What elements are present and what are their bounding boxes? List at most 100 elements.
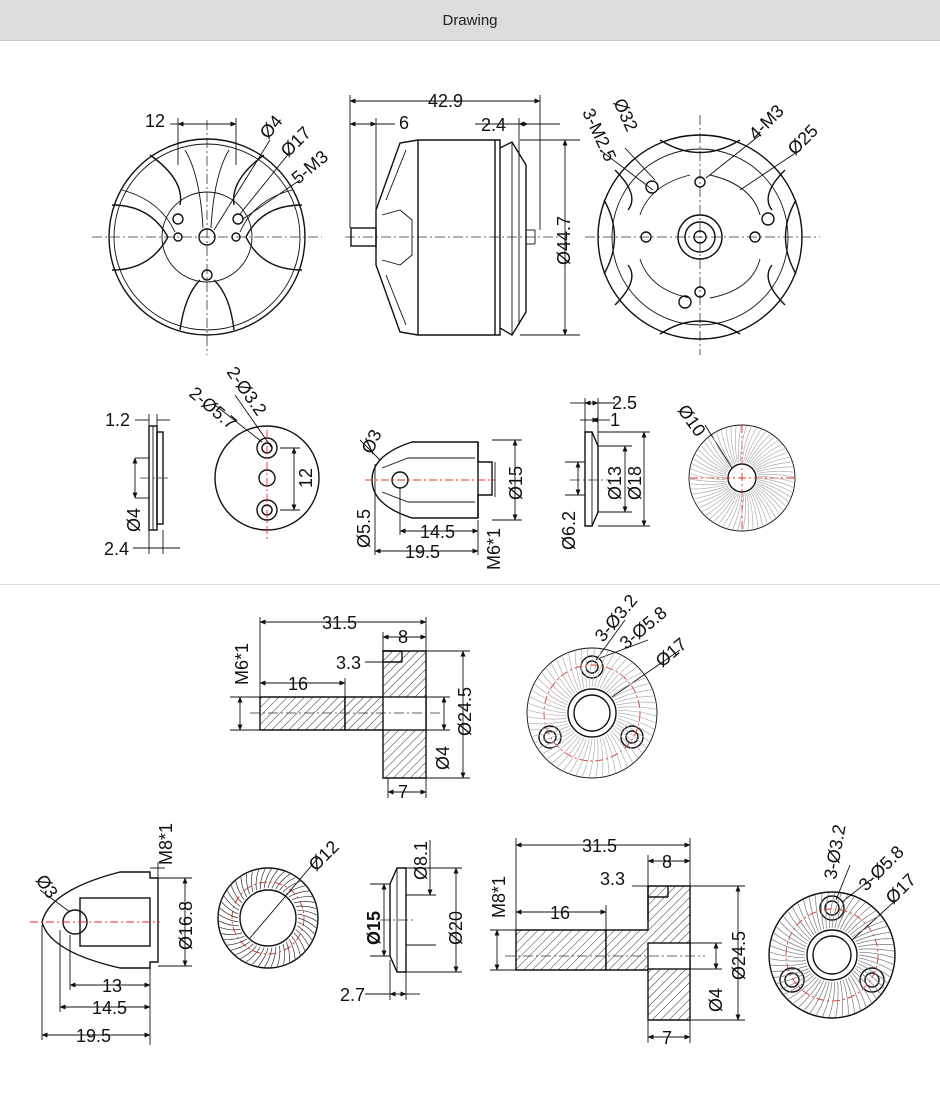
knurl-ridge: [738, 425, 742, 463]
knurl-ridge: [693, 458, 727, 476]
knurl-ridge: [551, 735, 580, 764]
knurl-ridge: [297, 913, 318, 922]
knurl-ridge: [574, 651, 582, 690]
knurl-ridge: [240, 945, 257, 959]
knurl-ridge: [218, 914, 239, 923]
knurl-ridge: [858, 960, 891, 978]
knurl-ridge: [788, 976, 817, 1000]
knurl-ridge: [849, 974, 867, 1007]
knurl-ridge: [858, 948, 894, 952]
knurl-ridge: [288, 939, 296, 959]
knurl-ridge: [263, 868, 272, 889]
knurl-ridge: [528, 703, 567, 714]
knurl-ridge: [240, 877, 248, 897]
knurl-ridge: [776, 970, 811, 984]
adapter-dim-d24-5: Ø24.5: [455, 687, 475, 736]
knurl-ridge: [756, 466, 793, 473]
knurl-ridge: [588, 649, 596, 688]
knurl-ridge: [770, 945, 806, 956]
adapter-dim-16: 16: [288, 674, 308, 694]
knurl-ridge: [611, 677, 646, 696]
knurl-ridge: [835, 981, 839, 1017]
ring-dim-2-5: 2.5: [612, 393, 637, 413]
front-dim-12: 12: [145, 111, 165, 131]
knurl-ridge: [602, 736, 610, 775]
knurl-ridge: [847, 976, 861, 1011]
knurl-ridge: [720, 430, 734, 465]
knurl-ridge: [689, 478, 727, 482]
washer-dim-d4: Ø4: [124, 508, 144, 532]
knurl-ridge: [258, 947, 269, 967]
knurl-ridge: [599, 737, 604, 777]
adapter-l-dim-m8: M8*1: [489, 876, 509, 918]
knurl-ridge: [296, 909, 318, 916]
washer-side-view: 1.2 Ø4 2.4: [104, 410, 180, 559]
knurl-ridge: [218, 920, 240, 927]
spinner-l-dim-19-5: 19.5: [76, 1026, 111, 1046]
knurl-ridge: [223, 896, 240, 911]
knurl-ridge: [709, 491, 735, 519]
adapter-dim-3-3: 3.3: [336, 653, 361, 673]
knurl-ridge: [722, 493, 740, 527]
knurl-ridge: [749, 437, 775, 465]
spinner-s-dim-d3: Ø3: [357, 426, 385, 456]
knurl-ridge: [285, 941, 290, 963]
knurl-ridge: [792, 906, 813, 938]
knurl-ridge: [776, 926, 807, 948]
knurl-ridge: [569, 738, 587, 774]
large-spinner-side-view: M8*1 Ø3 Ø16.8 13 14.5 19.5: [30, 823, 196, 1046]
knurl-ridge: [769, 951, 806, 959]
knurl-ridge: [793, 978, 819, 1004]
knurl-ridge: [753, 448, 785, 467]
knurl-ridge: [282, 943, 285, 965]
knurl-ridge: [858, 957, 893, 971]
adapter-l-dim-d4: Ø4: [706, 988, 726, 1012]
knurl-ridge: [803, 899, 817, 934]
knurl-ridge: [809, 897, 819, 932]
knurl-ridge: [615, 695, 654, 703]
spinner-s-dim-d5-5: Ø5.5: [354, 509, 374, 548]
knurl-ridge: [599, 655, 621, 689]
knurl-ridge: [293, 932, 306, 951]
knurl-ridge: [541, 672, 570, 701]
knurl-ridge: [797, 903, 815, 936]
spinner-s-dim-14-5: 14.5: [420, 522, 455, 542]
knurl-ridge: [783, 916, 809, 942]
knurl-ridge: [780, 972, 813, 990]
knurl-ridge: [291, 896, 313, 901]
knurl-ridge: [604, 662, 633, 691]
knurl-ridge: [855, 932, 890, 942]
mount-disc-view: 2-Ø3.2 2-Ø5.7 12: [185, 363, 320, 540]
knurl-ridge: [531, 690, 567, 708]
knurl-ridge: [542, 732, 575, 754]
knurl-ridge: [528, 716, 567, 720]
knurl-ridge: [699, 489, 731, 508]
knurl-ridge: [815, 895, 822, 931]
disc-dim-12: 12: [296, 468, 316, 488]
adapter-l-face-dim-3-d3-2: 3-Ø3.2: [820, 823, 849, 881]
knurl-ridge: [831, 893, 842, 929]
knurl-ridge: [602, 658, 627, 690]
side-dim-d44-7: Ø44.7: [554, 216, 574, 265]
knurl-ridge: [223, 935, 245, 940]
knurl-ridge: [757, 479, 793, 493]
ring-dim-d18: Ø18: [625, 466, 645, 500]
adapter-dim-7: 7: [398, 782, 408, 802]
knurl-ridge: [809, 981, 827, 1014]
knurl-ridge: [701, 445, 729, 471]
knurl-ridge: [754, 487, 776, 518]
knurl-ridge: [702, 490, 733, 512]
collet-dim-d20: Ø20: [446, 911, 466, 945]
knurl-ridge: [246, 873, 251, 895]
knurl-ridge: [772, 965, 808, 972]
knurl-ridge: [750, 440, 779, 465]
knurl-ridge: [251, 871, 254, 893]
knurl-ridge: [734, 426, 738, 463]
knurl-ridge: [828, 981, 836, 1018]
knurl-ridge: [615, 723, 647, 748]
knurl-ridge: [612, 683, 649, 699]
knurl-ridge: [742, 493, 746, 531]
knurl-ridge: [267, 869, 278, 889]
ring-dim-1: 1: [610, 410, 620, 430]
knurl-ridge: [251, 947, 265, 965]
